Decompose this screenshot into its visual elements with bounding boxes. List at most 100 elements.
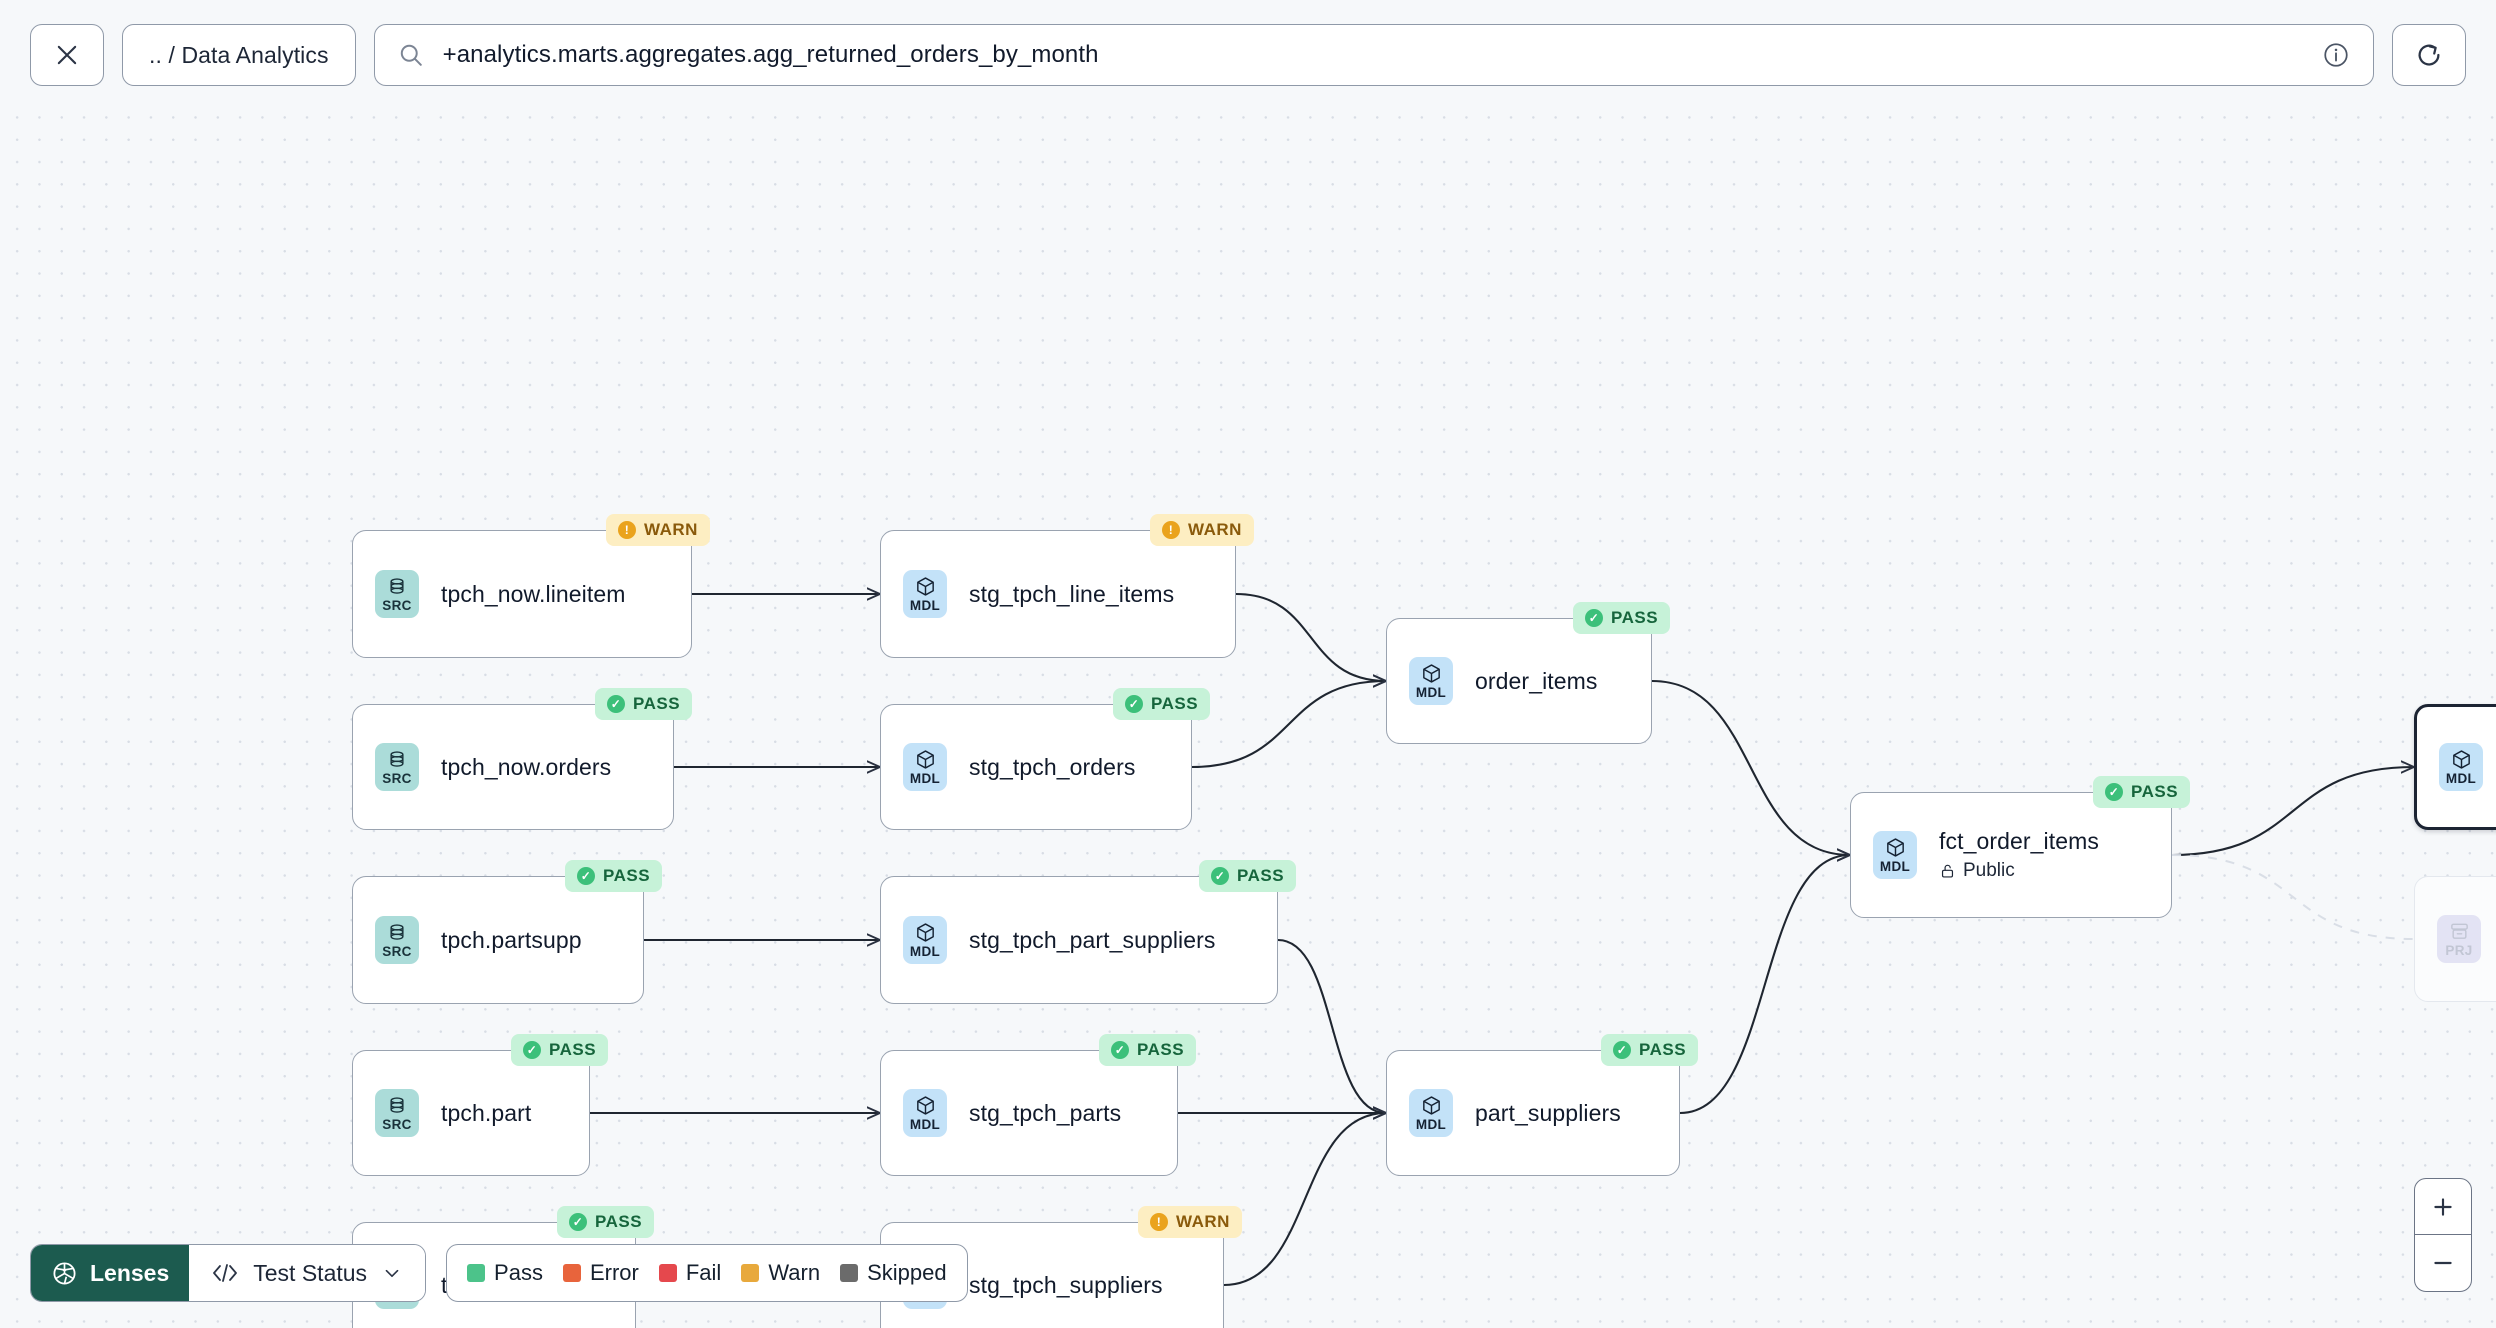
- test-status-dropdown[interactable]: Test Status: [189, 1245, 426, 1301]
- legend-item-fail[interactable]: Fail: [658, 1260, 722, 1286]
- status-label: WARN: [644, 520, 698, 539]
- legend-swatch-icon: [840, 1264, 859, 1282]
- legend-label: Fail: [685, 1260, 722, 1285]
- status-dot-icon: ✓: [577, 867, 595, 885]
- status-label: PASS: [595, 1212, 643, 1231]
- close-button[interactable]: [30, 24, 104, 86]
- database-icon: [390, 924, 404, 940]
- node-kind-badge-mdl: MDL: [1409, 657, 1453, 705]
- lineage-node-part_suppliers[interactable]: MDL part_suppliers: [1386, 1050, 1680, 1176]
- cube-icon: [1422, 1096, 1440, 1115]
- status-badge-pass: ✓PASS: [2093, 776, 2191, 808]
- node-kind-label: MDL: [909, 598, 941, 614]
- node-kind-badge-mdl: MDL: [903, 570, 947, 618]
- node-kind-badge-mdl: MDL: [1873, 831, 1917, 879]
- cube-icon: [916, 577, 934, 596]
- legend-item-error[interactable]: Error: [562, 1260, 639, 1286]
- node-kind-label: MDL: [909, 944, 941, 960]
- lineage-node-order_items[interactable]: MDL order_items: [1386, 618, 1652, 744]
- status-badge-pass: ✓PASS: [1573, 602, 1671, 634]
- refresh-icon: [2418, 44, 2440, 66]
- legend-item-warn[interactable]: Warn: [741, 1260, 820, 1286]
- plus-icon: [2434, 1197, 2452, 1216]
- node-text: stg_tpch_line_items: [969, 581, 1174, 608]
- legend-label: Error: [589, 1260, 639, 1285]
- database-icon: [390, 578, 404, 594]
- status-dot-icon: ✓: [607, 695, 625, 713]
- lineage-node-tpch_now_lineitem[interactable]: SRC tpch_now.lineitem: [352, 530, 692, 658]
- node-kind-label: MDL: [909, 1117, 941, 1133]
- status-badge-pass: ✓PASS: [557, 1206, 655, 1238]
- code-icon: [213, 1264, 238, 1282]
- cube-icon: [2452, 750, 2470, 769]
- lineage-node-stg_tpch_part_suppliers[interactable]: MDL stg_tpch_part_suppliers: [880, 876, 1278, 1004]
- status-badge-pass: ✓PASS: [1601, 1034, 1699, 1066]
- node-kind-label: MDL: [1879, 859, 1911, 875]
- node-title: part_suppliers: [1475, 1099, 1621, 1126]
- legend-label: Warn: [768, 1260, 821, 1285]
- node-text: tpch_now.lineitem: [441, 581, 626, 608]
- zoom-in-button[interactable]: [2415, 1179, 2471, 1235]
- status-dot-icon: ✓: [1125, 695, 1143, 713]
- lineage-node-stg_tpch_parts[interactable]: MDL stg_tpch_parts: [880, 1050, 1178, 1176]
- lenses-button[interactable]: Lenses: [31, 1245, 190, 1301]
- status-dot-icon: !: [1162, 521, 1180, 539]
- status-dot-icon: !: [618, 521, 636, 539]
- search-icon: [400, 44, 422, 66]
- node-kind-badge-mdl: MDL: [903, 916, 947, 964]
- close-icon: [57, 45, 77, 65]
- search-bar[interactable]: +analytics.marts.aggregates.agg_returned…: [373, 24, 2374, 86]
- node-kind-badge-prj: PRJ: [2437, 915, 2481, 963]
- node-text: tpch.partsupp: [441, 927, 582, 954]
- status-label: PASS: [1151, 694, 1199, 713]
- lineage-node-stg_tpch_line_items[interactable]: MDL stg_tpch_line_items: [880, 530, 1236, 658]
- refresh-button[interactable]: [2392, 24, 2466, 86]
- node-title: tpch.partsupp: [441, 926, 582, 953]
- node-title: tpch_now.lineitem: [441, 580, 626, 607]
- node-kind-badge-src: SRC: [375, 743, 419, 791]
- node-kind-badge-src: SRC: [375, 1089, 419, 1137]
- edge-fct_order_items-to-imported_by_project: [2171, 854, 2415, 940]
- node-title: stg_tpch_part_suppliers: [969, 926, 1216, 953]
- node-title: order_items: [1475, 667, 1598, 694]
- legend-item-pass[interactable]: Pass: [467, 1260, 543, 1286]
- status-label: PASS: [1237, 866, 1285, 885]
- lineage-canvas[interactable]: SRC tpch_now.lineitem! WARN SRC tpch_now.ord…: [0, 76, 2496, 1328]
- status-label: PASS: [603, 866, 651, 885]
- unlock-icon: [1941, 864, 1954, 878]
- status-dot-icon: !: [1150, 1213, 1168, 1231]
- legend-item-skipped[interactable]: Skipped: [840, 1260, 947, 1286]
- database-icon: [390, 751, 404, 767]
- status-dot-icon: ✓: [1613, 1041, 1631, 1059]
- cube-icon: [1886, 838, 1904, 857]
- node-kind-label: SRC: [382, 597, 412, 613]
- edge-stg_tpch_part_suppliers-to-part_suppliers: [1277, 938, 1386, 1113]
- status-dot-icon: ✓: [1585, 609, 1603, 627]
- node-subtitle: Public: [1939, 860, 2099, 882]
- zoom-out-button[interactable]: [2415, 1235, 2471, 1291]
- lenses-label: Lenses: [90, 1259, 170, 1286]
- node-kind-label: PRJ: [2445, 943, 2473, 959]
- breadcrumb[interactable]: .. / Data Analytics: [122, 24, 356, 86]
- status-label: WARN: [1188, 520, 1242, 539]
- zoom-controls: [2414, 1178, 2472, 1292]
- bottom-toolbar: Lenses Test Status Pass Error Fail Warn Skip…: [30, 1244, 968, 1302]
- node-text: part_suppliers: [1475, 1100, 1621, 1127]
- node-kind-label: MDL: [1415, 1117, 1447, 1133]
- lineage-node-tpch_now_orders[interactable]: SRC tpch_now.orders: [352, 704, 674, 830]
- status-badge-pass: ✓PASS: [595, 688, 693, 720]
- info-icon[interactable]: [2321, 40, 2351, 70]
- node-text: stg_tpch_parts: [969, 1100, 1121, 1127]
- legend-label: Skipped: [867, 1260, 947, 1285]
- test-status-label: Test Status: [253, 1259, 368, 1286]
- lineage-node-agg_returned_orders_by_month[interactable]: MDLagg_returned_orders_by_month: [2414, 704, 2496, 830]
- search-input[interactable]: +analytics.marts.aggregates.agg_returned…: [442, 41, 1099, 68]
- node-text: tpch_now.orders: [441, 754, 611, 781]
- status-badge-warn: ! WARN: [606, 514, 710, 546]
